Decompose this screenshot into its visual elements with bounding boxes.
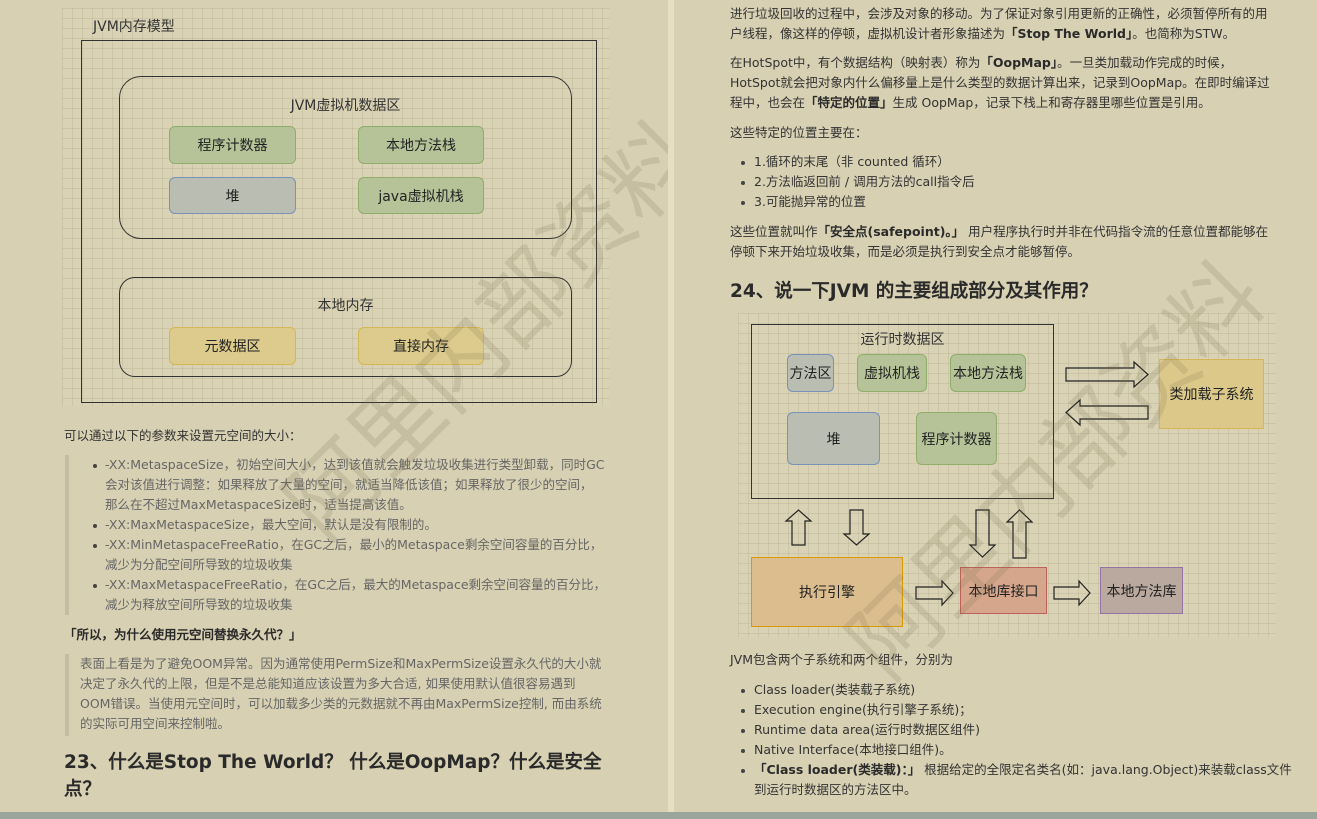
vm-stack-box: 虚拟机栈 [857, 354, 927, 392]
param-item-line: -XX:MaxMetaspaceFreeRatio，在GC之后，最大的Metas… [105, 577, 607, 592]
param-item-line: 减少为分配空间所导致的垃圾收集 [105, 557, 293, 572]
component-item: Native Interface(本地接口组件)。 [754, 742, 952, 757]
why-body-line: 决定了永久代的上限，但是不是总能知道应该设置为多大合适, 如果使用默认值很容易遇… [80, 676, 576, 691]
component-item: Runtime data area(运行时数据区组件) [754, 722, 980, 737]
component-item: Execution engine(执行引擎子系统)； [754, 702, 972, 717]
direct-memory-box: 直接内存 [358, 327, 484, 365]
method-area-box: 方法区 [787, 354, 834, 392]
arrow-down-icon [968, 509, 997, 558]
bullet [93, 584, 97, 588]
native-method-stack-box: 本地方法栈 [950, 354, 1026, 392]
heading-23-cont: 点？ [64, 779, 102, 800]
page-separator [668, 0, 674, 819]
jvm-memory-diagram [62, 8, 610, 406]
native-library-box: 本地方法库 [1100, 567, 1183, 614]
arrow-up-icon [784, 509, 813, 546]
bullet [741, 181, 745, 185]
execution-engine-box: 执行引擎 [751, 557, 903, 627]
class-loader-item-cont: 到运行时数据区的方法区中。 [754, 782, 917, 797]
positions-intro: 这些特定的位置主要在： [730, 125, 868, 140]
oopmap-para-line: HotSpot就会把对象内什么偏移量上是什么类型的数据计算出来，记录到OopMa… [730, 75, 1270, 90]
bullet [93, 524, 97, 528]
metadata-area-box: 元数据区 [169, 327, 296, 365]
stw-para-line: 户线程，像这样的停顿，虚拟机设计者形象描述为「Stop The World」。也… [730, 26, 1236, 41]
param-item-line: -XX:MinMetaspaceFreeRatio，在GC之后，最小的Metas… [105, 537, 603, 552]
runtime-data-area-box: 运行时数据区 [751, 324, 1054, 499]
arrow-down-icon [842, 509, 871, 546]
quote-bar [65, 455, 69, 615]
bullet [741, 161, 745, 165]
why-body-line: OOM错误。当使用元空间时，可以加载多少类的元数据就不再由MaxPermSize… [80, 696, 602, 711]
pc-register-box: 程序计数器 [916, 412, 997, 465]
diagram-arrows [784, 360, 1149, 607]
data-area-title: JVM虚拟机数据区 [290, 98, 401, 114]
native-method-stack-box: 本地方法栈 [358, 126, 484, 164]
bullet [741, 709, 745, 713]
why-title: 「所以，为什么使用元空间替换永久代？」 [64, 627, 302, 642]
bullet [741, 729, 745, 733]
heap-box: 堆 [169, 177, 296, 214]
arrow-up-icon [1005, 509, 1034, 559]
position-item: 1.循环的末尾（非 counted 循环） [754, 154, 950, 169]
heading-23: 23、什么是Stop The World？ 什么是OopMap？什么是安全 [64, 752, 602, 773]
jvm-data-area-box: JVM虚拟机数据区 [119, 76, 572, 239]
arrow-right-icon [1053, 579, 1091, 607]
components-intro: JVM包含两个子系统和两个组件，分别为 [730, 652, 954, 667]
quote-bar [65, 654, 69, 736]
position-item: 2.方法临返回前 / 调用方法的call指令后 [754, 174, 975, 189]
why-body-line: 的实际可用空间来控制啦。 [80, 716, 231, 731]
bullet [93, 544, 97, 548]
heap-box: 堆 [787, 412, 880, 465]
safepoint-para-line: 停顿下来开始垃圾收集，而是必须是执行到安全点才能够暂停。 [730, 244, 1081, 259]
bullet [741, 689, 745, 693]
native-memory-box: 本地内存 [119, 277, 572, 377]
bullet [741, 749, 745, 753]
bullet [741, 201, 745, 205]
arrow-right-icon [915, 579, 954, 607]
class-loader-box: 类加载子系统 [1159, 359, 1264, 429]
bullet [741, 769, 745, 773]
jvm-memory-outer-box [81, 40, 597, 403]
bullet [93, 464, 97, 468]
java-vm-stack-box: java虚拟机栈 [358, 177, 484, 214]
bottom-border [0, 812, 1317, 819]
arrow-right-icon [1065, 360, 1149, 389]
param-item-line: 那么在不超过MaxMetaspaceSize时，适当提高该值。 [105, 497, 412, 512]
document-page-right: 进行垃圾回收的过程中，会涉及对象的移动。为了保证对象引用更新的正确性，必须暂停所… [674, 0, 1317, 812]
param-item-line: -XX:MetaspaceSize，初始空间大小，达到该值就会触发垃圾收集进行类… [105, 457, 605, 472]
safepoint-para-line: 这些位置就叫作「安全点(safepoint)。」 用户程序执行时并非在代码指令流… [730, 224, 1269, 239]
param-item-line: 会对该值进行调整：如果释放了大量的空间，就适当降低该值；如果释放了很少的空间， [105, 477, 593, 492]
pc-register-box: 程序计数器 [169, 126, 296, 164]
heading-24: 24、说一下JVM 的主要组成部分及其作用？ [730, 281, 1098, 302]
position-item: 3.可能抛异常的位置 [754, 194, 866, 209]
component-item: Class loader(类装载子系统) [754, 682, 916, 697]
stw-para-line: 进行垃圾回收的过程中，会涉及对象的移动。为了保证对象引用更新的正确性，必须暂停所… [730, 6, 1268, 21]
arrow-left-icon [1065, 398, 1149, 427]
oopmap-para-line: 在HotSpot中，有个数据结构（映射表）称为「OopMap」。一旦类加载动作完… [730, 55, 1233, 70]
param-item-line: 减少为释放空间所导致的垃圾收集 [105, 597, 293, 612]
oopmap-para-line: 程中，也会在「特定的位置」生成 OopMap，记录下栈上和寄存器里哪些位置是引用… [730, 95, 1211, 110]
metaspace-intro: 可以通过以下的参数来设置元空间的大小： [64, 428, 302, 443]
param-item-line: -XX:MaxMetaspaceSize，最大空间，默认是没有限制的。 [105, 517, 437, 532]
class-loader-item: 「Class loader(类装载)：」 根据给定的全限定名类名(如：java.… [754, 762, 1292, 777]
runtime-data-area-title: 运行时数据区 [860, 332, 945, 348]
diagram-title: JVM内存模型 [93, 19, 175, 35]
document-page-left: JVM内存模型 JVM虚拟机数据区 程序计数器 本地方法栈 堆 java虚拟机栈… [62, 8, 668, 800]
why-body-line: 表面上看是为了避免OOM异常。因为通常使用PermSize和MaxPermSiz… [80, 656, 602, 671]
native-interface-box: 本地库接口 [960, 567, 1047, 614]
native-memory-title: 本地内存 [317, 298, 374, 314]
